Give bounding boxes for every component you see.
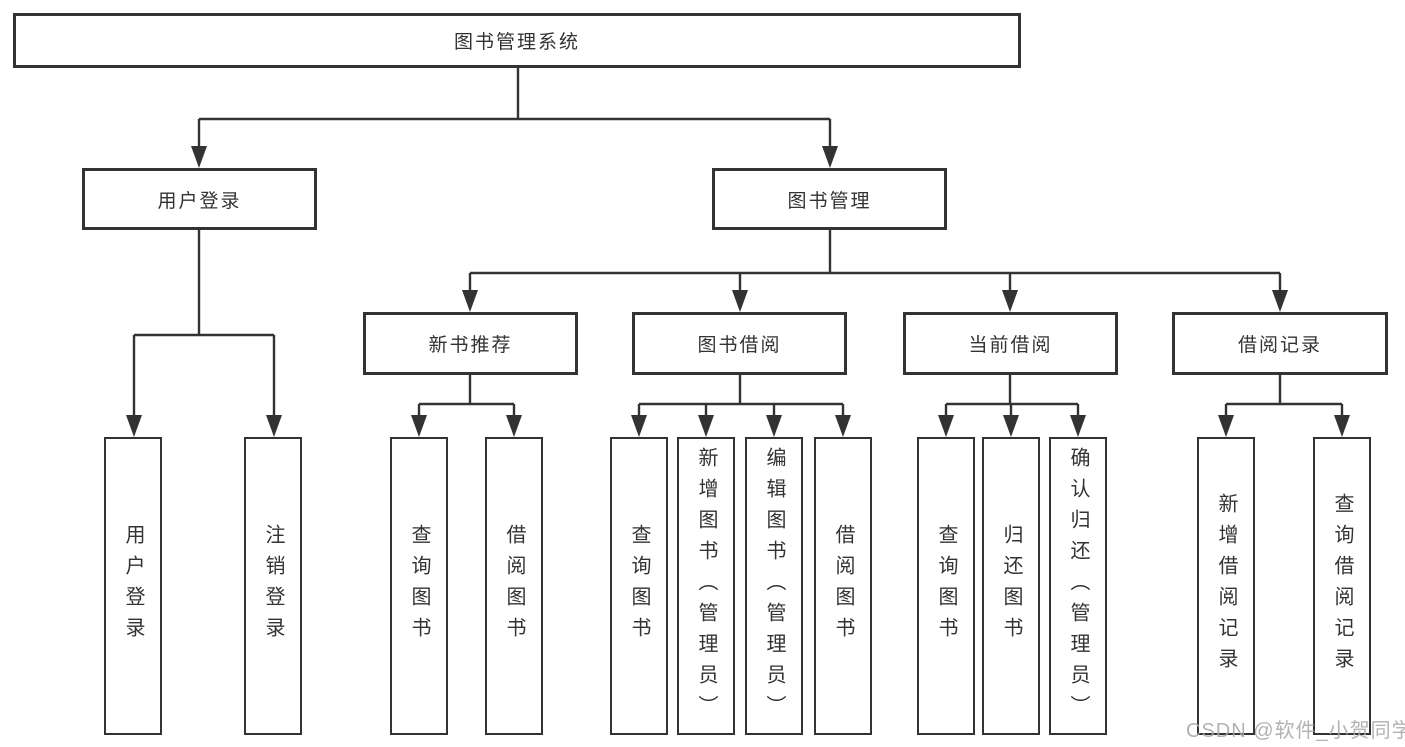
leaf-label: 查询图书 (935, 524, 957, 648)
node-current-borrow: 当前借阅 (903, 312, 1118, 375)
node-borrow-records: 借阅记录 (1172, 312, 1388, 375)
leaf-return-books: 归还图书 (982, 437, 1040, 735)
leaf-label: 确认归还（管理员） (1067, 446, 1089, 726)
connector-book-borrow-children (637, 375, 845, 422)
leaf-borrow-books-recommend: 借阅图书 (485, 437, 543, 735)
arrowheads (126, 146, 1350, 437)
node-library-system: 图书管理系统 (13, 13, 1021, 68)
leaf-add-borrow-record: 新增借阅记录 (1197, 437, 1255, 735)
node-label: 用户登录 (157, 190, 242, 212)
leaf-label: 用户登录 (122, 524, 144, 648)
leaf-label: 新增借阅记录 (1215, 493, 1237, 679)
connector-current-borrow-children (944, 375, 1080, 422)
leaf-logout: 注销登录 (244, 437, 302, 735)
leaf-borrow-books: 借阅图书 (814, 437, 872, 735)
node-label: 借阅记录 (1237, 335, 1322, 356)
node-book-management: 图书管理 (712, 168, 947, 230)
leaf-query-borrow-record: 查询借阅记录 (1313, 437, 1371, 735)
csdn-watermark: CSDN @软件_小贺同学 (1186, 720, 1405, 742)
node-user-login: 用户登录 (82, 168, 317, 230)
connector-user-login-children (132, 230, 276, 420)
connector-new-book-children (417, 375, 516, 422)
node-label: 图书借阅 (697, 335, 782, 356)
leaf-query-books-borrow: 查询图书 (610, 437, 668, 735)
leaf-label: 查询图书 (408, 524, 430, 648)
leaf-label: 注销登录 (262, 524, 284, 648)
leaf-add-books-admin: 新增图书（管理员） (677, 437, 735, 735)
node-new-book-recommend: 新书推荐 (363, 312, 578, 375)
node-label: 当前借阅 (968, 335, 1053, 356)
leaf-label: 归还图书 (1000, 524, 1022, 648)
leaf-label: 借阅图书 (832, 524, 854, 648)
node-label: 图书管理系统 (453, 32, 580, 53)
leaf-query-books-current: 查询图书 (917, 437, 975, 735)
connector-book-management-children (468, 230, 1282, 295)
leaf-edit-books-admin: 编辑图书（管理员） (745, 437, 803, 735)
node-label: 图书管理 (787, 190, 872, 212)
connector-root (197, 68, 832, 150)
connector-borrow-records-children (1224, 375, 1344, 422)
leaf-label: 查询图书 (628, 524, 650, 648)
leaf-label: 查询借阅记录 (1331, 493, 1353, 679)
node-label: 新书推荐 (428, 335, 513, 356)
leaf-label: 编辑图书（管理员） (763, 446, 785, 726)
leaf-label: 新增图书（管理员） (695, 446, 717, 726)
leaf-confirm-return-admin: 确认归还（管理员） (1049, 437, 1107, 735)
node-book-borrow: 图书借阅 (632, 312, 847, 375)
leaf-user-login: 用户登录 (104, 437, 162, 735)
leaf-label: 借阅图书 (503, 524, 525, 648)
leaf-query-books-recommend: 查询图书 (390, 437, 448, 735)
